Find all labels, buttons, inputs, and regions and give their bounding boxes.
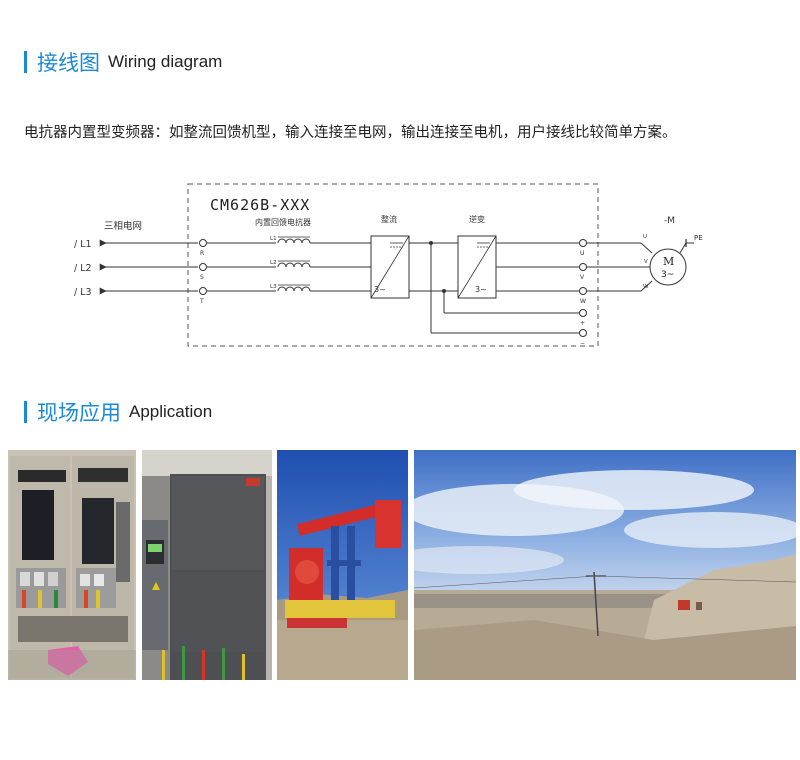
- svg-text:V: V: [580, 274, 585, 281]
- svg-text:W: W: [580, 298, 586, 305]
- grid-label: 三相电网: [104, 220, 142, 232]
- input-terminal-r: R: [199, 239, 207, 257]
- output-terminal-w: W: [579, 287, 587, 305]
- reactor-l1: L1: [270, 236, 311, 244]
- input-terminal-s: S: [199, 263, 207, 281]
- line-label-l2: / L2: [74, 263, 92, 274]
- photo-control-cabinet: [8, 450, 136, 680]
- accent-bar: [24, 401, 27, 423]
- svg-text:−: −: [580, 340, 585, 347]
- output-terminal-u: U: [579, 239, 587, 257]
- photo-pumpjack: [277, 450, 408, 680]
- svg-text:R: R: [200, 250, 204, 257]
- line-label-l3: / L3: [74, 287, 92, 298]
- motor-label: -M: [664, 216, 675, 226]
- section-title-en: Wiring diagram: [108, 52, 223, 71]
- accent-bar: [24, 51, 27, 73]
- line-label-l1: / L1: [74, 239, 92, 250]
- section-header-wiring: 接线图 Wiring diagram: [24, 47, 222, 77]
- photo-installed-inverter: [142, 450, 272, 680]
- svg-text:U: U: [643, 234, 647, 240]
- line-l3: / L3: [74, 287, 198, 298]
- svg-text:3~: 3~: [475, 285, 487, 294]
- input-terminal-t: T: [199, 287, 207, 305]
- section-header-application: 现场应用 Application: [24, 397, 212, 427]
- svg-text:U: U: [580, 250, 584, 257]
- svg-text:L1: L1: [270, 236, 277, 242]
- svg-text:V: V: [644, 259, 648, 265]
- inverter-block: 3~: [457, 235, 497, 299]
- inverter-enclosure: [187, 183, 599, 347]
- line-l2: / L2: [74, 263, 198, 274]
- dc-terminal-minus: −: [579, 329, 587, 347]
- svg-text:W: W: [643, 284, 649, 290]
- rectifier-label: 整流: [381, 214, 397, 224]
- svg-text:T: T: [199, 298, 204, 305]
- svg-text:L3: L3: [270, 284, 277, 290]
- inverter-label: 逆变: [469, 214, 485, 224]
- svg-text:M: M: [663, 255, 674, 268]
- reactor-l2: L2: [270, 260, 311, 268]
- pe-label: PE: [694, 234, 703, 242]
- section-title-en: Application: [129, 402, 213, 421]
- svg-text:+: +: [580, 320, 585, 327]
- line-l1: / L1: [74, 239, 198, 250]
- wiring-description: 电抗器内置型变频器：如整流回馈机型，输入连接至电网，输出连接至电机，用户接线比较…: [24, 125, 677, 141]
- photo-oilfield-landscape: [414, 450, 796, 680]
- section-title-zh: 现场应用: [37, 401, 121, 425]
- reactor-label: 内置回馈电抗器: [255, 217, 311, 227]
- rectifier-block: 3~: [370, 235, 410, 299]
- svg-text:3~: 3~: [374, 285, 386, 294]
- section-title-zh: 接线图: [37, 51, 100, 75]
- svg-text:S: S: [200, 274, 204, 281]
- dc-terminal-plus: +: [579, 309, 587, 327]
- output-terminal-v: V: [579, 263, 587, 281]
- motor-symbol: M 3~: [649, 248, 687, 286]
- wiring-diagram: CM626B-XXX 三相电网 内置回馈电抗器 整流 逆变 -M PE / L1…: [74, 183, 703, 347]
- model-label: CM626B-XXX: [210, 196, 310, 214]
- svg-text:L2: L2: [270, 260, 277, 266]
- reactor-l3: L3: [270, 284, 311, 292]
- pe-ground: [679, 239, 694, 254]
- svg-text:3~: 3~: [661, 270, 674, 280]
